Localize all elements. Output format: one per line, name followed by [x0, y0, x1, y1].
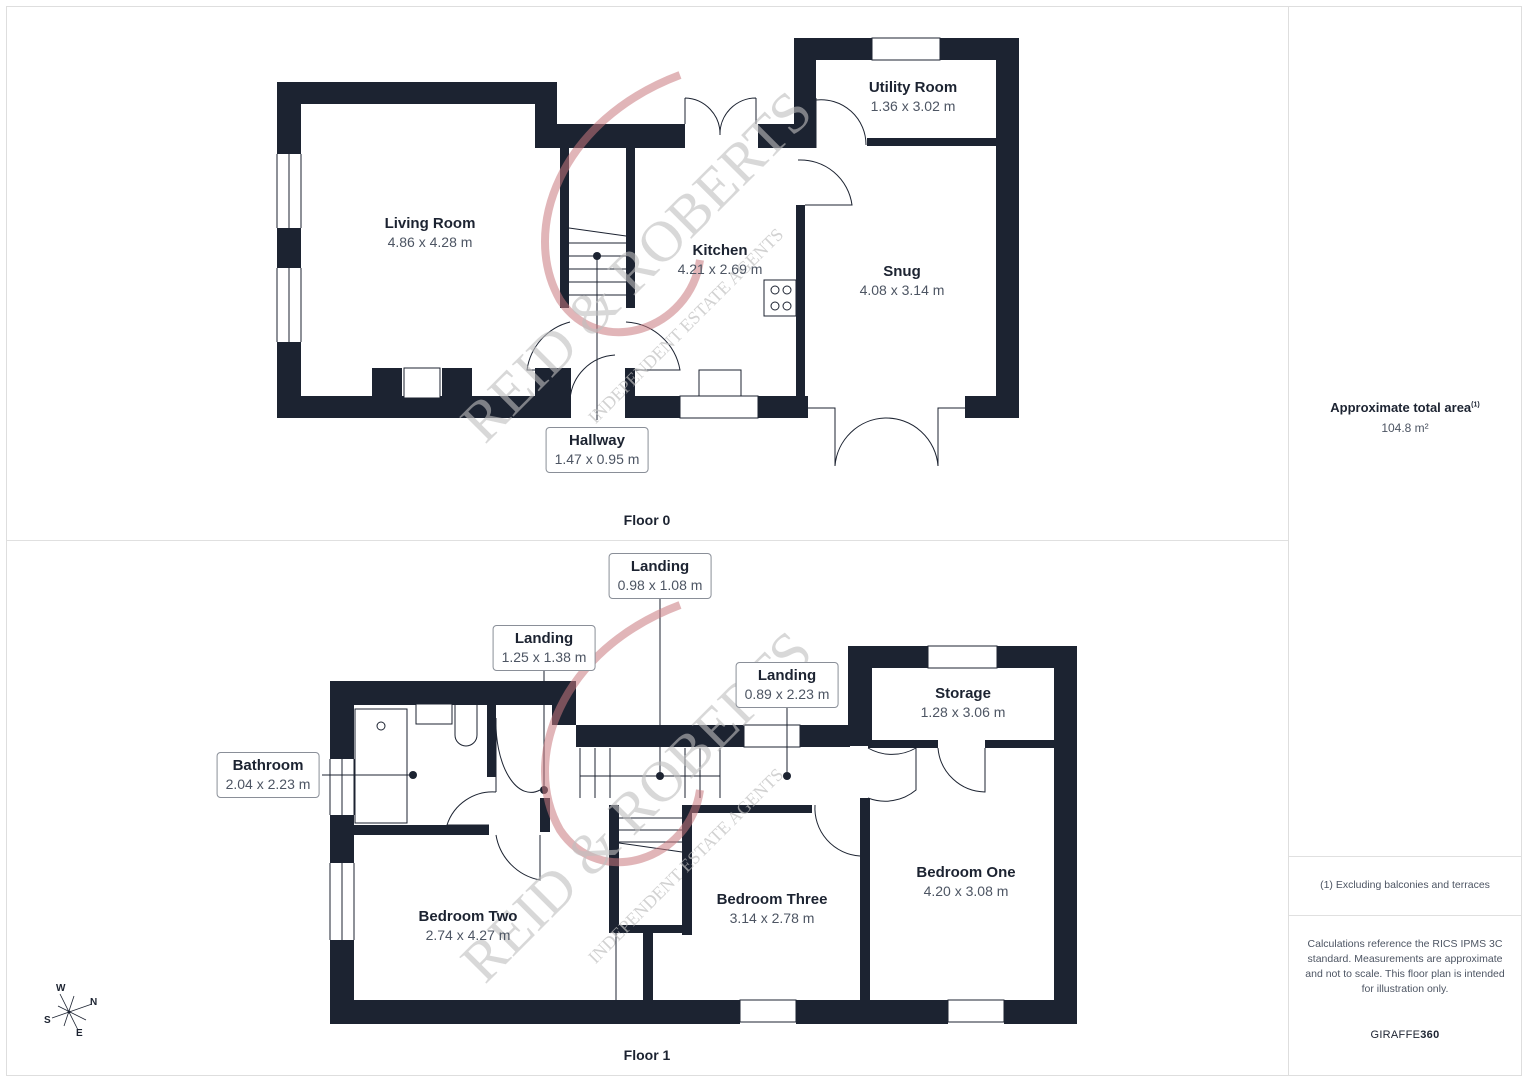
- room-bedroom-two: Bedroom Two 2.74 x 4.27 m: [419, 907, 518, 945]
- room-name: Bathroom: [232, 757, 304, 774]
- room-name: Storage: [935, 685, 991, 702]
- room-name: Bedroom One: [916, 864, 1016, 881]
- compass-s: S: [44, 1015, 51, 1026]
- room-dimensions: 4.86 x 4.28 m: [387, 234, 473, 250]
- room-name: Snug: [883, 263, 921, 280]
- room-name: Landing: [514, 630, 574, 647]
- room-utility: Utility Room 1.36 x 3.02 m: [869, 78, 957, 116]
- sidebar-divider-2: [1289, 915, 1521, 916]
- compass-icon: W N S E: [40, 980, 110, 1040]
- callout-landing-3: Landing 0.89 x 2.23 m: [735, 662, 839, 708]
- giraffe360-logo: GIRAFFE360: [1289, 1029, 1521, 1041]
- room-dimensions: 0.98 x 1.08 m: [617, 577, 703, 593]
- room-name: Living Room: [384, 215, 476, 232]
- room-dimensions: 1.25 x 1.38 m: [501, 649, 587, 665]
- area-footnote-mark: (1): [1471, 401, 1480, 409]
- callout-landing-1: Landing 0.98 x 1.08 m: [608, 553, 712, 599]
- room-snug: Snug 4.08 x 3.14 m: [860, 262, 945, 300]
- area-value: 104.8 m²: [1381, 421, 1429, 435]
- area-title: Approximate total area(1): [1289, 400, 1521, 415]
- compass-w: W: [56, 983, 66, 994]
- room-living-room: Living Room 4.86 x 4.28 m: [385, 214, 476, 252]
- room-dimensions: 3.14 x 2.78 m: [729, 910, 815, 926]
- room-dimensions: 4.20 x 3.08 m: [923, 883, 1009, 899]
- sidebar-frame: [1288, 6, 1522, 1076]
- room-dimensions: 2.74 x 4.27 m: [425, 927, 511, 943]
- compass-e: E: [76, 1028, 83, 1039]
- brand-light: GIRAFFE: [1370, 1029, 1421, 1041]
- callout-hallway: Hallway 1.47 x 0.95 m: [545, 427, 649, 473]
- callout-bathroom: Bathroom 2.04 x 2.23 m: [216, 752, 320, 798]
- floor-1-title: Floor 1: [623, 1047, 671, 1063]
- floor-divider: [7, 540, 1288, 541]
- brand-bold: 360: [1420, 1029, 1440, 1041]
- callout-landing-2: Landing 1.25 x 1.38 m: [492, 625, 596, 671]
- room-name: Kitchen: [692, 242, 748, 259]
- room-name: Landing: [757, 667, 817, 684]
- room-bedroom-three: Bedroom Three 3.14 x 2.78 m: [717, 890, 828, 928]
- room-bedroom-one: Bedroom One 4.20 x 3.08 m: [916, 863, 1015, 901]
- room-dimensions: 1.36 x 3.02 m: [870, 98, 956, 114]
- floor-0-title: Floor 0: [623, 512, 671, 528]
- room-dimensions: 4.08 x 3.14 m: [859, 282, 945, 298]
- room-dimensions: 1.28 x 3.06 m: [920, 704, 1006, 720]
- sidebar-divider-1: [1289, 856, 1521, 857]
- room-name: Landing: [630, 558, 690, 575]
- room-name: Bedroom Three: [716, 891, 828, 908]
- room-dimensions: 4.21 x 2.69 m: [677, 261, 763, 277]
- room-name: Hallway: [569, 432, 625, 449]
- room-name: Utility Room: [868, 79, 958, 96]
- room-kitchen: Kitchen 4.21 x 2.69 m: [678, 241, 763, 279]
- area-title-text: Approximate total area: [1330, 400, 1472, 415]
- compass-n: N: [90, 997, 98, 1008]
- room-dimensions: 2.04 x 2.23 m: [225, 776, 311, 792]
- disclaimer: Calculations reference the RICS IPMS 3C …: [1305, 938, 1505, 995]
- room-storage: Storage 1.28 x 3.06 m: [921, 684, 1006, 722]
- footnote: (1) Excluding balconies and terraces: [1320, 879, 1490, 891]
- room-dimensions: 0.89 x 2.23 m: [744, 686, 830, 702]
- total-area-panel: Approximate total area(1) 104.8 m²: [1289, 400, 1521, 435]
- room-dimensions: 1.47 x 0.95 m: [554, 451, 640, 467]
- room-name: Bedroom Two: [418, 908, 518, 925]
